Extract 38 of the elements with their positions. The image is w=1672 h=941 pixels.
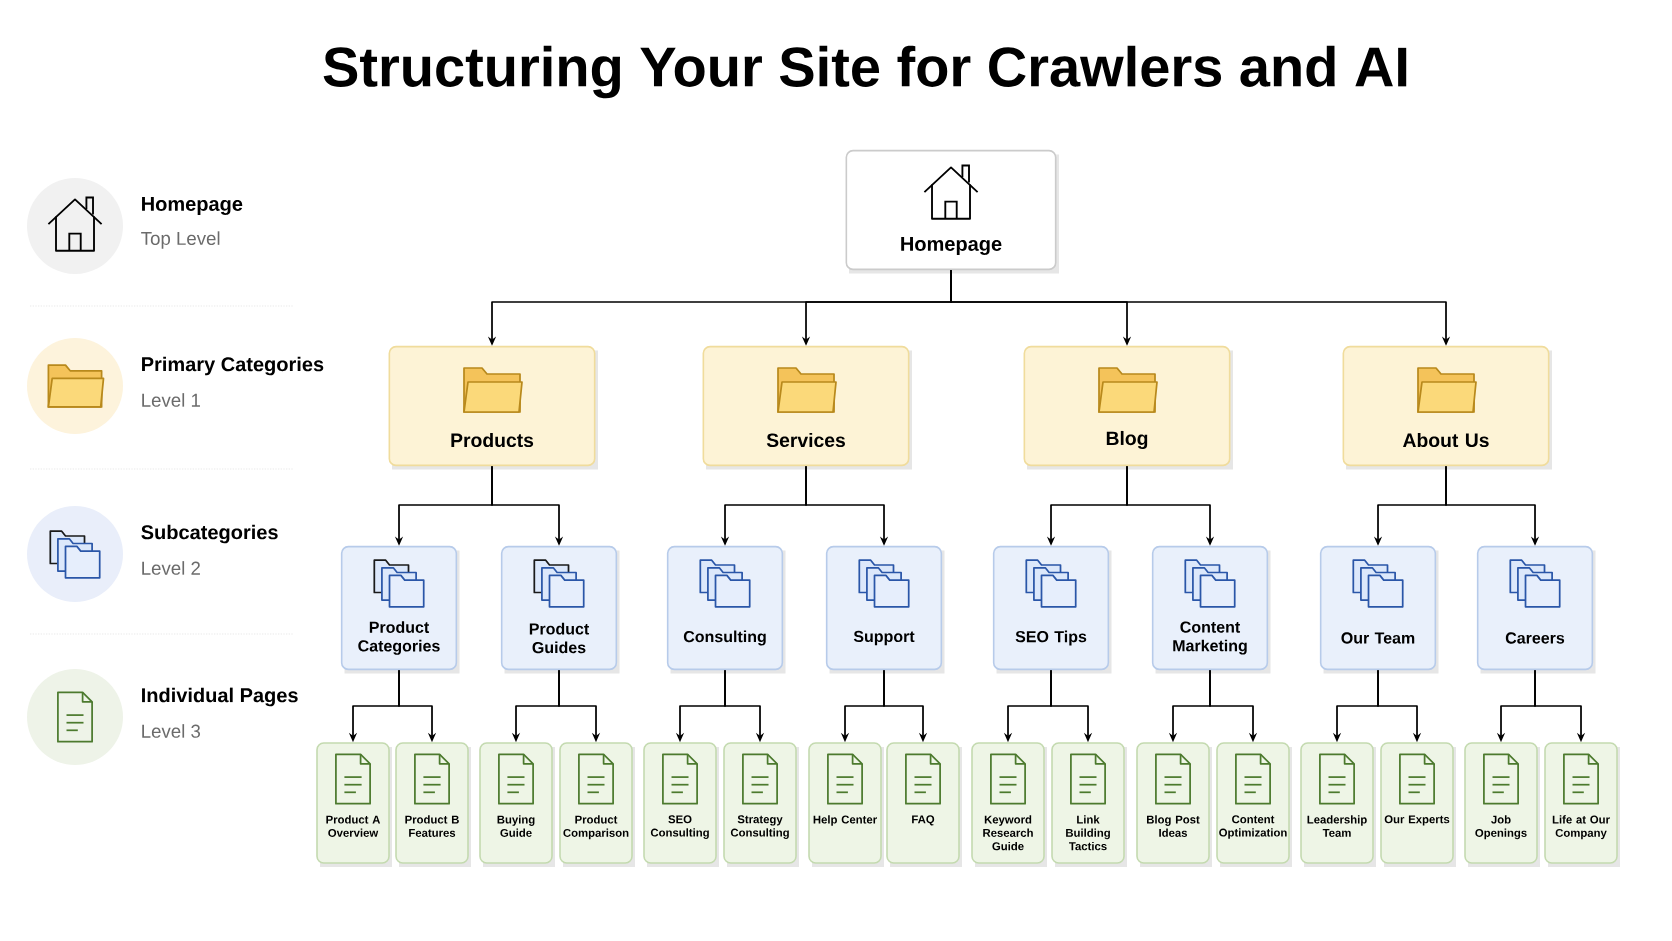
page-box: Content Optimization	[1216, 742, 1292, 867]
subcategory-box: Content Marketing	[1151, 545, 1271, 674]
page-box: Keyword Research Guide	[971, 742, 1047, 867]
subcategory-box: SEO Tips	[992, 545, 1112, 674]
level-label: Level 1	[142, 393, 200, 407]
page-box: Our Experts	[1380, 742, 1456, 867]
level-label: Level 3	[142, 724, 201, 738]
page-box: SEO Consulting	[643, 742, 719, 867]
page-box: Leadership Team	[1300, 742, 1376, 867]
title: Structuring Your Site for Crawlers and AI	[323, 45, 1407, 99]
subcategory-box: Careers	[1476, 545, 1596, 674]
legend-title: Homepage	[142, 197, 243, 215]
subcategory-box: Product Categories	[340, 545, 460, 674]
page-box: Product B Features	[395, 742, 471, 867]
subcategory-box: Product Guides	[500, 545, 620, 674]
level-label: Top Level	[141, 231, 220, 249]
page-box: Link Building Tactics	[1051, 742, 1127, 867]
legend-title: Subcategories	[141, 524, 278, 544]
page-box: Product A Overview	[316, 742, 392, 867]
page-box: Strategy Consulting	[723, 742, 799, 867]
page-box: Job Openings	[1464, 742, 1540, 867]
page-box: FAQ	[886, 742, 962, 867]
category-box: Products	[388, 345, 598, 470]
category-box: About Us	[1342, 345, 1552, 470]
page-box: Buying Guide	[479, 742, 555, 867]
category-box: Blog	[1023, 345, 1233, 470]
category-box: Services	[702, 345, 912, 470]
level-label: Level 2	[142, 561, 200, 575]
subcategory-box: Our Team	[1319, 545, 1439, 674]
page-box: Product Comparison	[559, 742, 635, 867]
subcategory-box: Support	[825, 545, 945, 674]
page-box: Life at Our Company	[1544, 742, 1620, 867]
legend-title: Primary Categories	[142, 356, 324, 376]
subcategory-box: Consulting	[666, 545, 786, 674]
legend-title: Individual Pages	[142, 687, 298, 707]
page-box: Blog Post Ideas	[1136, 742, 1212, 867]
page-box: Help Center	[808, 742, 884, 867]
homepage-box: Homepage	[845, 149, 1059, 274]
